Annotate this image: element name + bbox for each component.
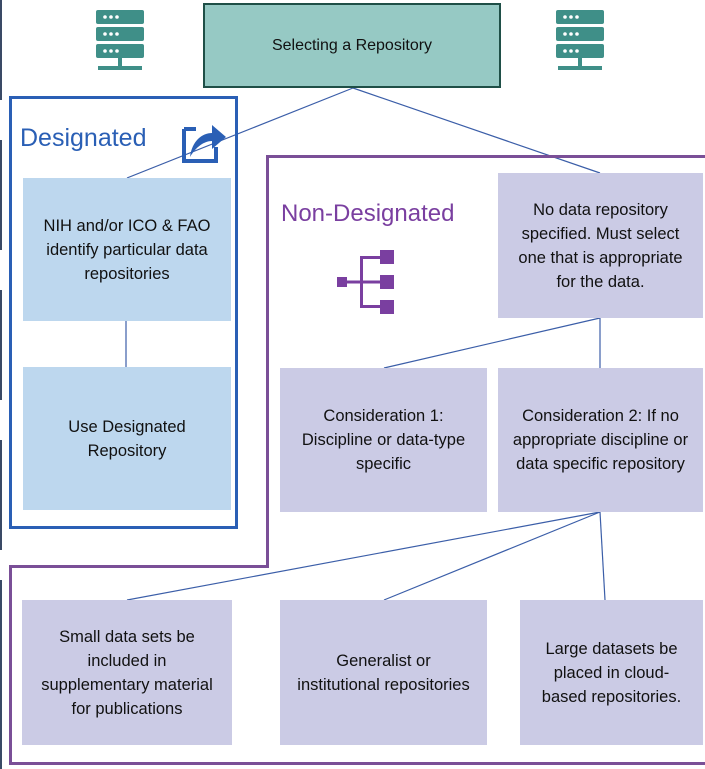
consideration-2-text: Consideration 2: If no appropriate disci…: [512, 407, 689, 473]
large-datasets-box: Large datasets be placed in cloud-based …: [520, 600, 703, 745]
identify-repositories-text: NIH and/or ICO & FAO identify particular…: [43, 216, 211, 283]
left-edge-mark: [0, 290, 2, 400]
connector-norepo-c1: [383, 317, 601, 369]
nondesignated-frame-bottom: [9, 762, 705, 765]
title-box: Selecting a Repository: [203, 3, 501, 88]
left-edge-mark: [0, 0, 2, 100]
consideration-1-text: Consideration 1: Discipline or data-type…: [301, 407, 466, 473]
no-repository-text: No data repository specified. Must selec…: [518, 200, 683, 291]
nondesignated-frame-top: [266, 155, 705, 158]
no-repository-box: No data repository specified. Must selec…: [498, 173, 703, 318]
small-datasets-text: Small data sets be included in supplemen…: [41, 627, 213, 718]
nondesignated-frame-inner-left: [266, 155, 269, 568]
left-edge-mark: [0, 140, 2, 250]
large-datasets-text: Large datasets be placed in cloud-based …: [541, 639, 682, 706]
designated-label: Designated: [20, 124, 147, 152]
connector-title-nondesignated: [352, 87, 601, 174]
share-arrow-icon: [182, 125, 226, 163]
nondesignated-frame-left: [9, 565, 12, 765]
designated-frame: [9, 96, 238, 529]
nondesignated-frame-step: [9, 565, 269, 568]
generalist-box: Generalist or institutional repositories: [280, 600, 487, 745]
small-datasets-box: Small data sets be included in supplemen…: [22, 600, 232, 745]
identify-repositories-box: NIH and/or ICO & FAO identify particular…: [23, 178, 231, 321]
title-text: Selecting a Repository: [271, 36, 433, 54]
connector-c2-large: [599, 511, 606, 601]
nondesignated-label: Non-Designated: [281, 200, 455, 227]
connector-title-designated: [126, 87, 354, 179]
left-edge-mark: [0, 440, 2, 550]
generalist-text: Generalist or institutional repositories: [297, 651, 470, 694]
connector-c2-small: [126, 511, 601, 601]
use-designated-box: Use Designated Repository: [23, 367, 231, 510]
server-icon: [556, 10, 604, 70]
server-icon: [96, 10, 144, 70]
use-designated-text: Use Designated Repository: [68, 417, 186, 460]
consideration-1-box: Consideration 1: Discipline or data-type…: [280, 368, 487, 512]
consideration-2-box: Consideration 2: If no appropriate disci…: [498, 368, 703, 512]
connector-c2-generalist: [383, 511, 601, 601]
hierarchy-icon: [337, 250, 394, 314]
left-edge-mark: [0, 580, 2, 769]
